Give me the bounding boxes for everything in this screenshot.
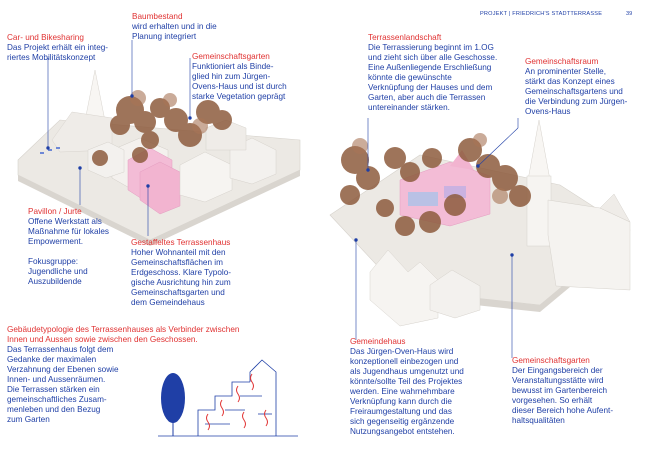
block-gemeinschaftsgarten-left: Gemeinschaftsgarten Funktioniert als Bin… bbox=[192, 52, 287, 102]
block-carsharing: Car- und Bikesharing Das Projekt erhält … bbox=[7, 33, 108, 63]
text-typologie-1: Das Terrassenhaus folgt dem bbox=[7, 345, 114, 354]
block-typologie: Gebäudetypologie des Terrassenhauses als… bbox=[7, 325, 239, 425]
text-typologie-8: zum Garten bbox=[7, 415, 50, 424]
heading-terrassenhaus: Gestaffeltes Terrassenhaus bbox=[131, 238, 231, 247]
text-gr-4: die Verbindung zum Jürgen- bbox=[525, 97, 628, 106]
text-gg-right-5: dieser Bereich hohe Aufent- bbox=[512, 406, 614, 415]
text-typologie-4: Innen- und Aussenräumen. bbox=[7, 375, 106, 384]
text-baumbestand-1: wird erhalten und in die bbox=[132, 22, 217, 31]
text-gh-5: werden. Eine wahrnehmbare bbox=[350, 387, 455, 396]
text-typologie-2: Gedanke der maximalen bbox=[7, 355, 97, 364]
block-baumbestand: Baumbestand wird erhalten und in die Pla… bbox=[132, 12, 217, 42]
running-header: PROJEKT | FRIEDRICH'S STADTTERRASSE bbox=[480, 11, 603, 17]
text-gr-1: An prominenter Stelle, bbox=[525, 67, 607, 76]
text-terrassenhaus-4: gische Ausrichtung hin zum bbox=[131, 278, 231, 287]
heading-gemeinschaftsraum: Gemeinschaftsraum bbox=[525, 57, 599, 66]
text-tl-6: Garten, aber auch die Terrassen bbox=[368, 93, 486, 102]
text-tl-3: Eine Außenliegende Erschließung bbox=[368, 63, 492, 72]
text-gg-right-1: Der Eingangsbereich der bbox=[512, 366, 603, 375]
text-tl-1: Die Terrassierung beginnt im 1.OG bbox=[368, 43, 494, 52]
text-typologie-3: Verzahnung der Ebenen sowie bbox=[7, 365, 119, 374]
text-gh-7: Freiraumgestaltung und das bbox=[350, 407, 452, 416]
text-tl-4: könnte die gewünschte bbox=[368, 73, 452, 82]
text-typologie-5: Die Terrassen stärken ein bbox=[7, 385, 100, 394]
heading-carsharing: Car- und Bikesharing bbox=[7, 33, 84, 42]
text-terrassenhaus-1: Hoher Wohnanteil mit den bbox=[131, 248, 226, 257]
text-gh-8: sich gegenseitig ergänzende bbox=[350, 417, 455, 426]
text-gg-left-1: Funktioniert als Binde- bbox=[192, 62, 274, 71]
text-pavillon-5: Fokusgruppe: bbox=[28, 257, 79, 266]
text-terrassenhaus-2: Gemeinschaftsflächen im bbox=[131, 258, 223, 267]
text-gg-left-4: starke Vegetation geprägt bbox=[192, 92, 286, 101]
block-gemeindehaus: Gemeindehaus Das Jürgen-Oven-Haus wird k… bbox=[350, 337, 464, 437]
text-tl-2: und zieht sich über alle Geschosse. bbox=[368, 53, 498, 62]
page-number: 39 bbox=[626, 11, 633, 17]
heading-typologie-1: Gebäudetypologie des Terrassenhauses als… bbox=[7, 325, 240, 334]
text-gr-3: Gemeinschaftsgartens und bbox=[525, 87, 623, 96]
text-tl-7: untereinander stärken. bbox=[368, 103, 450, 112]
text-gh-9: Nutzungsangebot entstehen. bbox=[350, 427, 455, 436]
text-carsharing-2: riertes Mobilitätskonzept bbox=[7, 53, 96, 62]
text-terrassenhaus-5: Gemeinschaftsgarten und bbox=[131, 288, 225, 297]
text-gh-1: Das Jürgen-Oven-Haus wird bbox=[350, 347, 454, 356]
text-gh-2: konzeptionell einbezogen und bbox=[350, 357, 459, 366]
heading-pavillon: Pavillon / Jurte bbox=[28, 207, 82, 216]
text-pavillon-7: Auszubildende bbox=[28, 277, 82, 286]
text-typologie-7: menleben und den Bezug bbox=[7, 405, 101, 414]
block-terrassenhaus: Gestaffeltes Terrassenhaus Hoher Wohnant… bbox=[131, 238, 231, 308]
heading-typologie-2: Innen und Aussen sowie zwischen den Gesc… bbox=[7, 335, 198, 344]
text-tl-5: Verknüpfung der Hauses und dem bbox=[368, 83, 493, 92]
text-gr-5: Ovens-Haus bbox=[525, 107, 571, 116]
text-baumbestand-2: Planung integriert bbox=[132, 32, 197, 41]
text-gg-left-2: glied hin zum Jürgen- bbox=[192, 72, 271, 81]
block-pavillon: Pavillon / Jurte Offene Werkstatt als Ma… bbox=[28, 207, 109, 287]
text-gg-right-2: Veranstaltungsstätte wird bbox=[512, 376, 604, 385]
block-gemeinschaftsgarten-right: Gemeinschaftsgarten Der Eingangsbereich … bbox=[512, 356, 613, 426]
heading-terrassenlandschaft: Terrassenlandschaft bbox=[368, 33, 442, 42]
heading-baumbestand: Baumbestand bbox=[132, 12, 183, 21]
text-gg-left-3: Ovens-Haus und ist durch bbox=[192, 82, 287, 91]
text-gg-right-6: haltsqualitäten bbox=[512, 416, 565, 425]
text-gh-6: Verknüpfung kann durch die bbox=[350, 397, 452, 406]
heading-gemeindehaus: Gemeindehaus bbox=[350, 337, 406, 346]
text-gr-2: stärkt das Konzept eines bbox=[525, 77, 615, 86]
heading-gemeinschaftsgarten-right: Gemeinschaftsgarten bbox=[512, 356, 590, 365]
text-pavillon-6: Jugendliche und bbox=[28, 267, 88, 276]
text-pavillon-3: Empowerment. bbox=[28, 237, 84, 246]
text-gh-4: könnte/sollte Teil des Projektes bbox=[350, 377, 463, 386]
text-pavillon-2: Maßnahme für lokales bbox=[28, 227, 109, 236]
text-gh-3: als Jugendhaus umgenutzt und bbox=[350, 367, 464, 376]
text-pavillon-4 bbox=[28, 247, 109, 257]
text-terrassenhaus-6: dem Gemeindehaus bbox=[131, 298, 205, 307]
text-carsharing-1: Das Projekt erhält ein integ- bbox=[7, 43, 109, 52]
text-gg-right-4: vorgesehen. So erhält bbox=[512, 396, 593, 405]
text-typologie-6: gemeinschaftliches Zusam- bbox=[7, 395, 107, 404]
heading-gemeinschaftsgarten-left: Gemeinschaftsgarten bbox=[192, 52, 270, 61]
text-pavillon-1: Offene Werkstatt als bbox=[28, 217, 102, 226]
block-terrassenlandschaft: Terrassenlandschaft Die Terrassierung be… bbox=[368, 33, 497, 113]
text-gg-right-3: bewusst im Gartenbereich bbox=[512, 386, 608, 395]
text-terrassenhaus-3: Erdgeschoss. Klare Typolo- bbox=[131, 268, 231, 277]
block-gemeinschaftsraum: Gemeinschaftsraum An prominenter Stelle,… bbox=[525, 57, 627, 117]
